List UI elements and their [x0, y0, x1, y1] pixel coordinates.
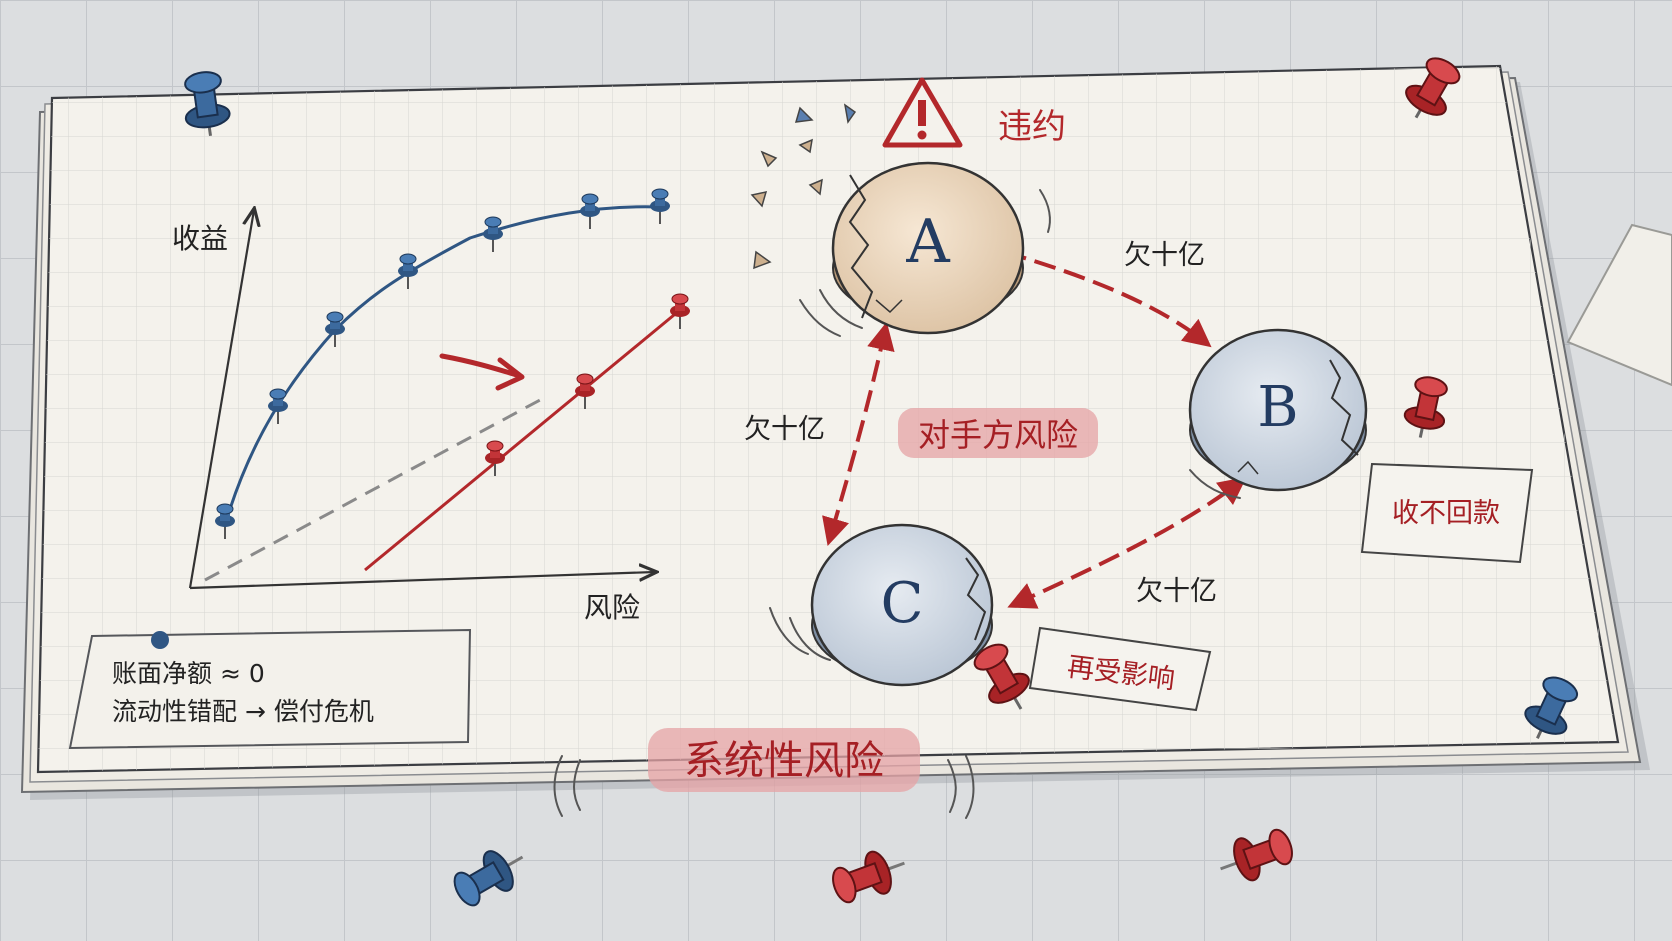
node-c-label: C [881, 571, 924, 636]
affected-again-note: 再受影响 [1028, 626, 1212, 712]
debris-fragments [750, 103, 857, 270]
motion-lines [553, 189, 1241, 819]
legend-pin-head [151, 631, 169, 649]
loose-paper-note [1566, 223, 1672, 387]
red-line [364, 308, 681, 572]
edge-a-to-b [1004, 250, 1212, 348]
pushpin-top-left [184, 71, 231, 137]
legend-line-2: 流动性错配 → 偿付危机 [112, 697, 374, 726]
edge-ac-label: 欠十亿 [744, 414, 825, 445]
cannot-collect-label: 收不回款 [1392, 498, 1500, 529]
edge-cb-label: 欠十亿 [1136, 576, 1217, 607]
node-b-crack [1329, 359, 1359, 456]
loose-pushpin-red-2 [1220, 828, 1293, 882]
node-a: A [831, 161, 1025, 335]
y-axis-label: 收益 [172, 222, 228, 255]
legend-line-1: 账面净额 ≈ 0 [112, 659, 265, 688]
node-a-label: A [905, 207, 950, 277]
node-a-crack [848, 174, 874, 319]
pushpin-top-right [1405, 57, 1461, 119]
counterparty-risk-tag: 对手方风险 [898, 408, 1098, 458]
default-label: 违约 [998, 107, 1066, 147]
risk-return-chart: 收益 风险 [172, 188, 690, 624]
systemic-risk-tag: 系统性风险 [648, 728, 920, 792]
systemic-risk-label: 系统性风险 [684, 738, 884, 784]
baseline-dashed [204, 398, 541, 582]
node-c: C [810, 523, 994, 687]
x-axis-label: 风险 [584, 591, 640, 624]
blue-pin-markers [215, 188, 670, 539]
shift-arrow [439, 353, 523, 379]
warning-icon [882, 77, 963, 148]
node-c-crack [965, 557, 987, 641]
x-axis [189, 572, 655, 590]
pushpin-right-edge [1524, 676, 1579, 739]
node-b: B [1188, 328, 1368, 492]
edge-ab-label: 欠十亿 [1124, 240, 1205, 271]
pushpin-node-c [973, 643, 1030, 710]
edge-c-b [1007, 476, 1247, 609]
counterparty-risk-label: 对手方风险 [918, 416, 1078, 454]
legend-note: 账面净额 ≈ 0 流动性错配 → 偿付危机 [68, 628, 472, 750]
edge-a-c [822, 321, 895, 547]
loose-pushpin-blue [453, 850, 524, 907]
loose-pushpin-red-1 [832, 850, 905, 904]
blue-curve [223, 205, 661, 526]
shift-arrow-head [495, 357, 525, 391]
red-pin-markers [485, 293, 690, 476]
pushpin-node-b [1403, 376, 1448, 438]
node-b-label: B [1257, 375, 1298, 440]
y-axis [188, 210, 254, 589]
cannot-collect-note: 收不回款 [1360, 462, 1534, 564]
